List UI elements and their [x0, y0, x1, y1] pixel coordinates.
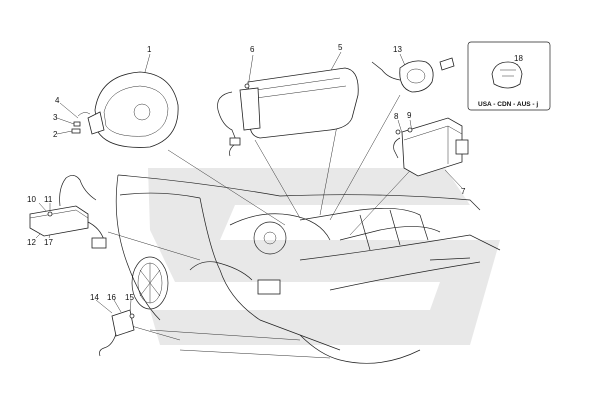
callout-14: 14: [90, 293, 99, 302]
driver-airbag: [87, 71, 179, 148]
crash-sensor-module: [29, 175, 107, 249]
airbag-wiring-harness: [217, 83, 250, 157]
side-impact-sensor: [99, 309, 135, 357]
airbag-control-unit: [393, 117, 469, 177]
callout-13: 13: [393, 45, 402, 54]
callout-1: 1: [147, 45, 152, 54]
callout-16: 16: [107, 293, 116, 302]
callout-4: 4: [55, 96, 60, 105]
callout-10: 10: [27, 195, 36, 204]
regional-variant-inset: [467, 41, 551, 111]
callout-3: 3: [53, 113, 58, 122]
callout-15: 15: [125, 293, 134, 302]
callout-18: 18: [514, 54, 523, 63]
side-airbag-inflator: [371, 57, 455, 93]
callout-labels: 1 2 3 4 5 6 7 8 9 10 11 12 13 14 15 16 1…: [27, 43, 538, 302]
callout-7: 7: [461, 187, 466, 196]
screw-fasteners: [71, 112, 91, 134]
callout-9: 9: [407, 111, 412, 120]
inset-region-label: USA - CDN - AUS - j: [478, 101, 538, 108]
callout-6: 6: [250, 45, 255, 54]
callout-12: 12: [27, 238, 36, 247]
callout-5: 5: [338, 43, 343, 52]
callout-2: 2: [53, 130, 58, 139]
callout-17: 17: [44, 238, 53, 247]
passenger-airbag: [239, 67, 359, 139]
callout-8: 8: [394, 112, 399, 121]
car-body-outline: [115, 174, 501, 364]
callout-11: 11: [44, 195, 53, 204]
watermark-logo: [148, 168, 500, 345]
